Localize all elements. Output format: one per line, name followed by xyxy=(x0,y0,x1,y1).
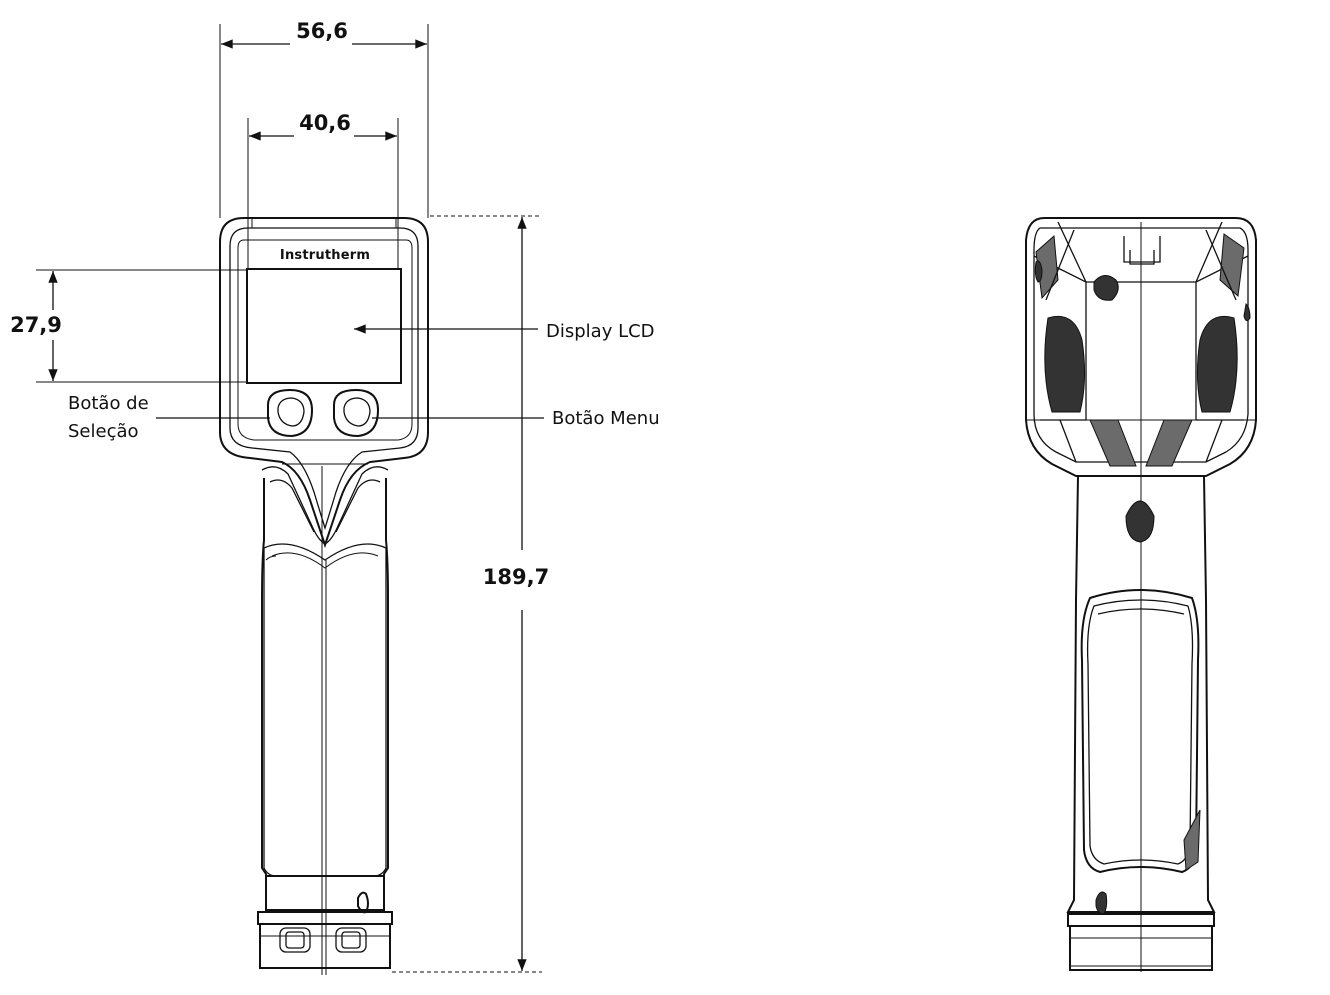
label-select-button-line1: Botão de xyxy=(68,393,149,414)
rear-grip-recess xyxy=(1080,589,1200,874)
dim-display-width: 40,6 xyxy=(299,111,351,135)
front-view: Instrutherm xyxy=(10,19,660,975)
menu-button xyxy=(333,388,380,438)
brand-logo: Instrutherm xyxy=(280,248,370,263)
dim-display-height: 27,9 xyxy=(10,313,62,337)
label-menu-button: Botão Menu xyxy=(552,408,660,429)
dim-overall-width: 56,6 xyxy=(296,19,348,43)
rear-view xyxy=(1025,217,1257,972)
grip-insert xyxy=(263,543,387,877)
dim-overall-height: 189,7 xyxy=(483,565,549,589)
label-display-lcd: Display LCD xyxy=(546,321,655,342)
head-bezel xyxy=(237,239,413,441)
label-select-button-line2: Seleção xyxy=(68,421,139,442)
head-inner-outline xyxy=(229,227,419,531)
handle-outline xyxy=(261,478,389,911)
rear-handle-outline xyxy=(1066,475,1216,913)
head-outline xyxy=(219,217,429,549)
lcd-display xyxy=(246,268,402,384)
rear-head-outline xyxy=(1025,217,1257,477)
select-button xyxy=(267,388,314,438)
